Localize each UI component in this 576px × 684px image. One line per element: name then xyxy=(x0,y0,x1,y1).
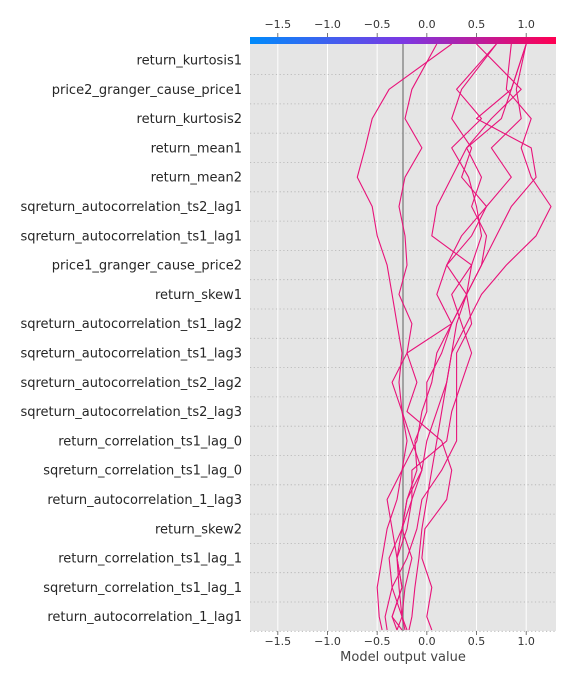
feature-label: return_autocorrelation_1_lag3 xyxy=(47,493,242,508)
feature-labels: return_kurtosis1 price2_granger_cause_pri… xyxy=(20,54,242,626)
tick-label-top: 0.0 xyxy=(418,18,436,31)
feature-label: return_correlation_ts1_lag_1 xyxy=(58,552,242,567)
tick-label-bottom: 1.0 xyxy=(517,635,535,648)
decision-line xyxy=(384,44,497,631)
tick-label-bottom: 0.5 xyxy=(468,635,486,648)
colorbar xyxy=(250,37,556,44)
feature-label: sqreturn_correlation_ts1_lag_0 xyxy=(43,464,242,479)
feature-label: return_skew2 xyxy=(155,522,242,537)
feature-label: return_kurtosis1 xyxy=(137,54,242,69)
decision-line xyxy=(391,44,497,631)
tick-label-bottom: −0.5 xyxy=(364,635,391,648)
feature-label: return_skew1 xyxy=(155,288,242,303)
feature-label: return_mean2 xyxy=(151,171,242,186)
feature-label: return_autocorrelation_1_lag1 xyxy=(47,610,242,625)
tick-label-top: −1.5 xyxy=(264,18,291,31)
feature-label: sqreturn_autocorrelation_ts2_lag2 xyxy=(20,376,242,391)
tick-label-top: 0.5 xyxy=(468,18,486,31)
decision-line xyxy=(398,44,453,631)
decision-line xyxy=(356,44,453,631)
tick-label-bottom: 0.0 xyxy=(418,635,436,648)
tick-label-bottom: −1.0 xyxy=(314,635,341,648)
x-axis-title: Model output value xyxy=(340,650,466,665)
bottom-axis-ticks: −1.5 −1.0 −0.5 0.0 0.5 1.0 xyxy=(264,631,535,648)
feature-label: price1_granger_cause_price2 xyxy=(52,259,242,274)
feature-label: sqreturn_correlation_ts1_lag_1 xyxy=(43,581,242,596)
feature-label: sqreturn_autocorrelation_ts1_lag3 xyxy=(20,347,242,362)
decision-lines xyxy=(356,44,552,631)
feature-label: return_correlation_ts1_lag_0 xyxy=(58,434,242,449)
tick-label-top: −1.0 xyxy=(314,18,341,31)
feature-label: return_kurtosis2 xyxy=(137,112,242,127)
feature-label: sqreturn_autocorrelation_ts2_lag1 xyxy=(20,200,242,215)
vertical-gridlines xyxy=(277,44,527,631)
feature-label: return_mean1 xyxy=(151,141,242,156)
feature-label: sqreturn_autocorrelation_ts1_lag2 xyxy=(20,317,242,332)
tick-label-top: 1.0 xyxy=(517,18,535,31)
tick-label-bottom: −1.5 xyxy=(264,635,291,648)
top-axis-ticks: −1.5 −1.0 −0.5 0.0 0.5 1.0 xyxy=(264,18,535,37)
decision-line xyxy=(408,44,522,631)
feature-label: price2_granger_cause_price1 xyxy=(52,83,242,98)
tick-label-top: −0.5 xyxy=(364,18,391,31)
decision-line xyxy=(386,44,527,631)
feature-label: sqreturn_autocorrelation_ts1_lag1 xyxy=(20,229,242,244)
feature-label: sqreturn_autocorrelation_ts2_lag3 xyxy=(20,405,242,420)
decision-line xyxy=(388,44,537,631)
